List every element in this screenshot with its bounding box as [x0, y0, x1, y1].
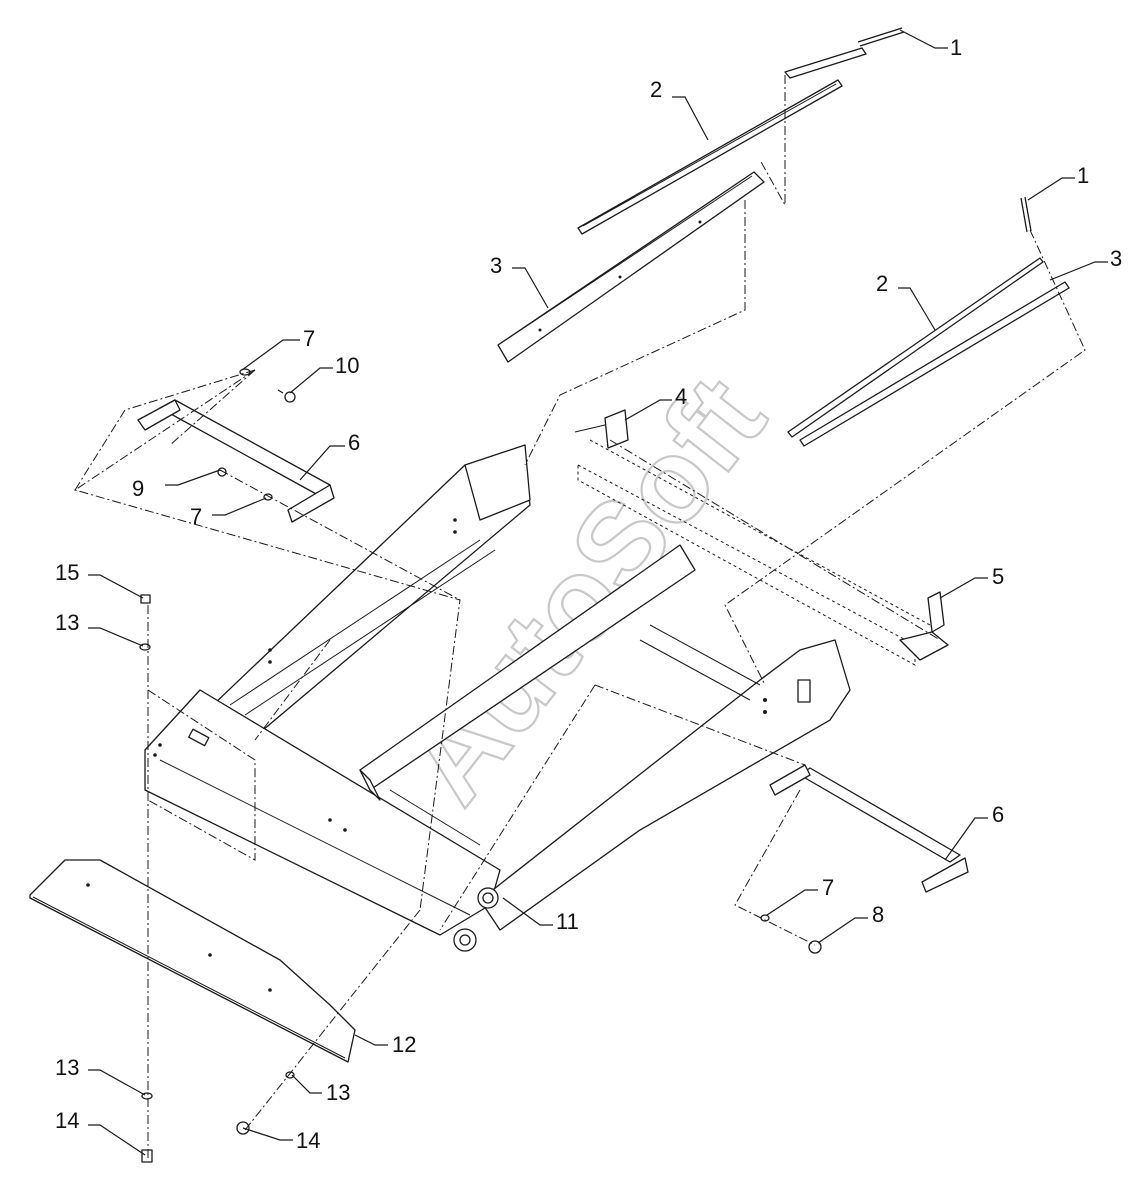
- callout-2: 2: [650, 77, 662, 102]
- callout-6: 6: [348, 430, 360, 455]
- callout-9: 9: [132, 476, 144, 501]
- callout-14: 14: [296, 1128, 320, 1153]
- callout-6: 6: [992, 802, 1004, 827]
- callout-11: 11: [556, 909, 579, 934]
- callout-7: 7: [190, 504, 202, 529]
- part-bottom-plate: [29, 859, 356, 1063]
- callout-2: 2: [876, 271, 888, 296]
- callout-15: 15: [55, 560, 79, 585]
- callout-7: 7: [822, 875, 834, 900]
- callout-1: 1: [950, 35, 962, 60]
- callout-10: 10: [335, 353, 359, 378]
- callout-14: 14: [55, 1108, 79, 1133]
- part-bracket-5: [899, 591, 949, 661]
- part-crossbar-upper: [137, 399, 335, 523]
- callout-13: 13: [55, 1055, 79, 1080]
- callout-13: 13: [326, 1080, 350, 1105]
- callout-3: 3: [490, 253, 502, 278]
- assembly-lines: [73, 75, 1086, 1158]
- part-rear-hinge-beam: [577, 439, 931, 666]
- part-plate-right: [799, 281, 1070, 447]
- part-pin-upper: [857, 27, 905, 47]
- leader-lines: [88, 29, 1108, 1156]
- callout-3: 3: [1110, 246, 1122, 271]
- callout-7: 7: [303, 326, 315, 351]
- callout-1: 1: [1077, 163, 1089, 188]
- part-bracket-4: [574, 409, 629, 449]
- part-strip-right: [787, 257, 1044, 438]
- part-pin-right: [1020, 196, 1032, 233]
- callout-4: 4: [675, 384, 687, 409]
- callout-12: 12: [392, 1032, 416, 1057]
- callout-5: 5: [992, 564, 1004, 589]
- part-main-frame: [144, 444, 851, 952]
- callout-labels: 1 2 3 1 2 3 7 10 4 6 9 7 15 13 5 6 11 7 …: [55, 35, 1122, 1153]
- callout-13: 13: [55, 610, 79, 635]
- part-top-strip-upper: [577, 47, 867, 235]
- part-top-plate-upper: [497, 171, 765, 363]
- part-crossbar-lower: [769, 764, 969, 893]
- callout-8: 8: [872, 902, 884, 927]
